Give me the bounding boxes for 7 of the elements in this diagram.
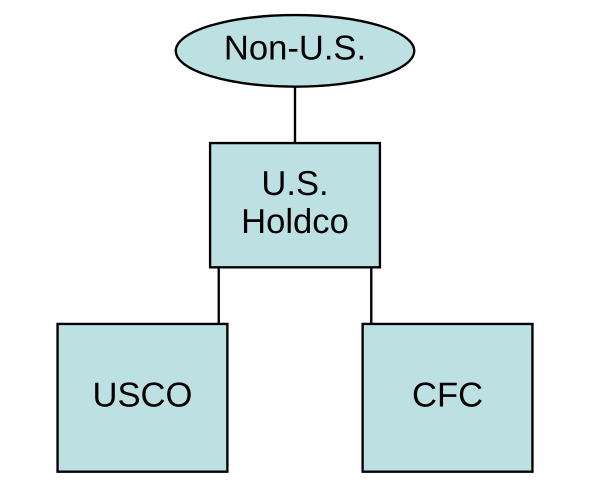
connector xyxy=(294,86,296,142)
connector xyxy=(370,267,372,323)
node-ellipse: Non-U.S. xyxy=(174,13,416,88)
connector xyxy=(218,267,220,323)
node-box: CFC xyxy=(361,322,534,472)
node-box: USCO xyxy=(56,322,229,472)
node-box: U.S. Holdco xyxy=(208,141,382,268)
